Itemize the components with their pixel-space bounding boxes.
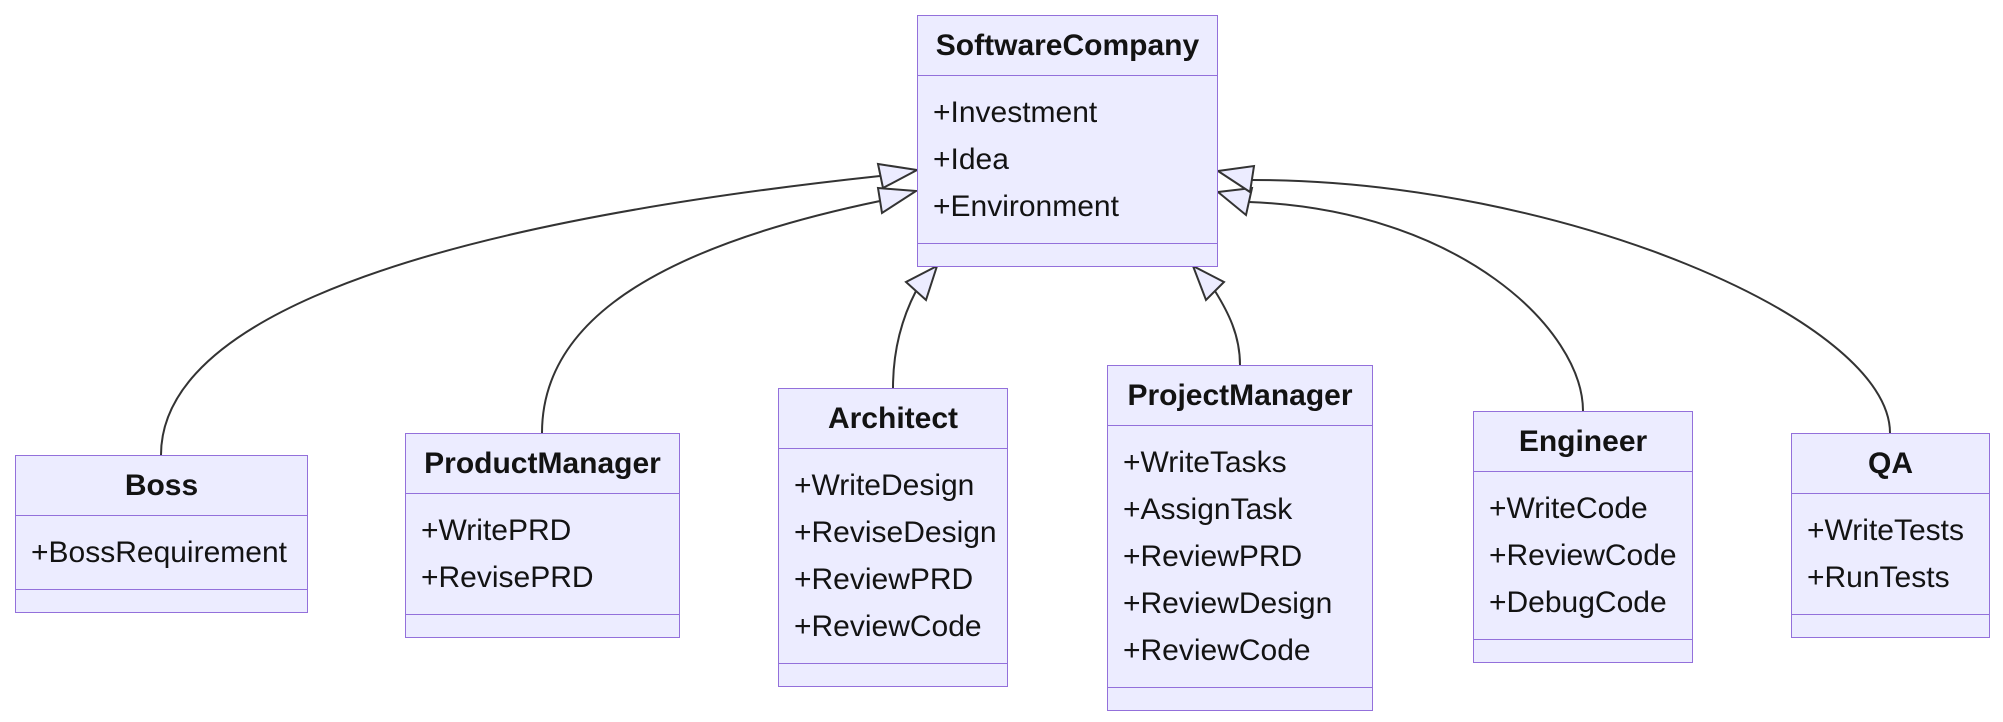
class-member: +ReviewPRD: [1123, 540, 1303, 573]
class-box-softwarecompany: SoftwareCompany +Investment +Idea +Envir…: [917, 15, 1218, 267]
class-member: +ReviewDesign: [1123, 587, 1333, 620]
class-member: +WriteTasks: [1123, 446, 1287, 479]
class-member: +BossRequirement: [31, 536, 287, 569]
class-methods-compartment: [1792, 615, 1989, 637]
class-member: +ReviewCode: [794, 610, 982, 643]
class-member: +WriteDesign: [794, 469, 975, 502]
class-title: QA: [1792, 434, 1989, 494]
class-box-projectmanager: ProjectManager +WriteTasks +AssignTask +…: [1107, 365, 1373, 711]
class-member: +ReviewCode: [1489, 539, 1677, 572]
class-member: +AssignTask: [1123, 493, 1293, 526]
class-members: +WriteCode +ReviewCode +DebugCode: [1474, 472, 1692, 640]
class-box-boss: Boss +BossRequirement: [15, 455, 308, 613]
class-members: +BossRequirement: [16, 516, 307, 590]
inheritance-arrow-icon: [1191, 263, 1226, 302]
class-title: Engineer: [1474, 412, 1692, 472]
class-methods-compartment: [406, 615, 679, 637]
class-member: +DebugCode: [1489, 586, 1667, 619]
class-member: +Idea: [933, 143, 1009, 176]
edge-boss-to-softwarecompany: [160, 175, 881, 456]
class-member: +Investment: [933, 96, 1098, 129]
class-title: ProductManager: [406, 434, 679, 494]
edge-architect-to-softwarecompany: [892, 290, 917, 389]
class-title: ProjectManager: [1108, 366, 1372, 426]
class-title: Architect: [779, 389, 1007, 449]
class-member: +RevisePRD: [421, 561, 594, 594]
class-member: +RunTests: [1807, 561, 1950, 594]
inheritance-arrow-icon: [904, 263, 939, 302]
class-member: +ReviewPRD: [794, 563, 974, 596]
class-members: +Investment +Idea +Environment: [918, 76, 1217, 244]
inheritance-arrow-icon: [1215, 164, 1256, 194]
class-member: +WritePRD: [421, 514, 572, 547]
class-box-architect: Architect +WriteDesign +ReviseDesign +Re…: [778, 388, 1008, 687]
class-box-qa: QA +WriteTests +RunTests: [1791, 433, 1990, 638]
edge-qa-to-softwarecompany: [1251, 179, 1891, 434]
class-methods-compartment: [1474, 640, 1692, 662]
inheritance-arrow-icon: [876, 162, 921, 190]
class-members: +WriteDesign +ReviseDesign +ReviewPRD +R…: [779, 449, 1007, 664]
class-methods-compartment: [1108, 688, 1372, 710]
class-title: Boss: [16, 456, 307, 516]
class-members: +WritePRD +RevisePRD: [406, 494, 679, 615]
class-member: +WriteCode: [1489, 492, 1648, 525]
class-member: +ReviseDesign: [794, 516, 997, 549]
class-member: +Environment: [933, 190, 1119, 223]
edge-projectmanager-to-softwarecompany: [1214, 290, 1241, 366]
class-methods-compartment: [918, 244, 1217, 266]
class-title: SoftwareCompany: [918, 16, 1217, 76]
edge-engineer-to-softwarecompany: [1248, 201, 1584, 412]
class-members: +WriteTasks +AssignTask +ReviewPRD +Revi…: [1108, 426, 1372, 688]
class-methods-compartment: [779, 664, 1007, 686]
class-box-engineer: Engineer +WriteCode +ReviewCode +DebugCo…: [1473, 411, 1693, 663]
class-member: +WriteTests: [1807, 514, 1964, 547]
inheritance-arrow-icon: [1215, 186, 1254, 217]
class-members: +WriteTests +RunTests: [1792, 494, 1989, 615]
edge-productmanager-to-softwarecompany: [541, 200, 881, 434]
class-methods-compartment: [16, 590, 307, 612]
inheritance-arrow-icon: [876, 186, 920, 215]
class-box-productmanager: ProductManager +WritePRD +RevisePRD: [405, 433, 680, 638]
class-member: +ReviewCode: [1123, 634, 1311, 667]
